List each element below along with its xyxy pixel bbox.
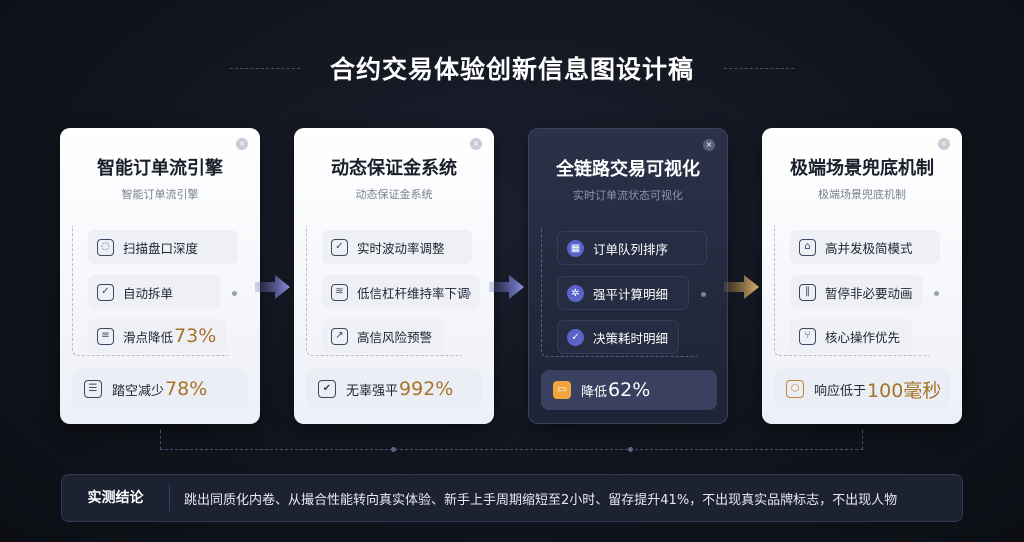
check-circle-icon: ✓ — [331, 238, 348, 256]
list-item: ▦ 订单队列排序 — [557, 231, 707, 265]
list-item: ⑂ 核心操作优先 — [790, 319, 912, 353]
list-item: ‖ 暂停非必要动画 — [790, 275, 923, 309]
arrow-right-icon — [724, 275, 759, 299]
connector-dot — [934, 291, 939, 296]
highlight-label: 无辜强平 — [346, 383, 399, 399]
card-subtitle: 动态保证金系统 — [355, 188, 433, 201]
list-item-label: 高信风险预警 — [357, 329, 433, 345]
list-item: ◌ 扫描盘口深度 — [88, 230, 238, 264]
connector-dot — [628, 447, 633, 452]
item-group — [306, 226, 462, 356]
clipboard-icon: ≡ — [97, 327, 114, 345]
list-item-label: 低信杠杆维持率下调 — [357, 285, 470, 301]
list-item-label: 滑点降低 — [123, 329, 174, 345]
highlight-value: 992% — [399, 378, 454, 400]
close-icon[interactable]: × — [236, 138, 248, 150]
item-group — [541, 227, 697, 357]
trend-chart-icon: ↗ — [331, 327, 348, 345]
card-title: 全链路交易可视化 — [556, 159, 700, 180]
list-item-value: 73% — [174, 325, 217, 347]
list-icon: ☰ — [84, 380, 102, 398]
page-title: 合约交易体验创新信息图设计稿 — [329, 55, 694, 84]
gear-icon: ✲ — [567, 284, 584, 302]
connector-dot — [232, 291, 237, 296]
list-item-label: 实时波动率调整 — [357, 240, 445, 256]
card-title: 智能订单流引擎 — [97, 158, 223, 179]
highlight-label: 降低 — [581, 384, 608, 400]
highlight-label: 踏空减少 — [112, 383, 165, 399]
connector-dot — [701, 292, 706, 297]
conclusion-label: 实测结论 — [62, 485, 170, 511]
card-3: ×全链路交易可视化实时订单流状态可视化 ▦ 订单队列排序 ✲ 强平计算明细 ✓ 决策耗时明细… — [528, 128, 728, 424]
bottom-connector-line — [160, 430, 863, 450]
pause-icon: ‖ — [799, 283, 816, 301]
list-item-label: 扫描盘口深度 — [123, 240, 199, 256]
calendar-check-icon: ✓ — [97, 283, 114, 301]
list-item: ✲ 强平计算明细 — [557, 276, 689, 310]
item-group — [72, 226, 228, 356]
branch-icon: ⑂ — [799, 327, 816, 345]
list-item: ✓ 自动拆单 — [88, 275, 220, 309]
card-title: 极端场景兜底机制 — [790, 158, 934, 179]
list-item-label: 自动拆单 — [123, 285, 174, 301]
item-group — [774, 226, 930, 356]
conclusion-text: 跳出同质化内卷、从撮合性能转向真实体验、新手上手周期缩短至2小时、留存提升41%… — [184, 492, 898, 508]
shield-icon: ✓ — [567, 328, 584, 346]
title-divider-left — [230, 68, 300, 69]
list-item: ✓ 决策耗时明细 — [557, 320, 680, 354]
title-divider-right — [724, 68, 794, 69]
spinner-icon: ◌ — [97, 238, 114, 256]
close-icon[interactable]: × — [703, 139, 715, 151]
list-item: ≋ 低信杠杆维持率下调 — [322, 275, 480, 309]
list-item-label: 订单队列排序 — [593, 241, 669, 257]
card-subtitle: 智能订单流引擎 — [121, 188, 199, 201]
close-icon[interactable]: × — [938, 138, 950, 150]
card-4: ×极端场景兜底机制极端场景兜底机制⌂高并发极简模式‖暂停非必要动画⑂核心操作优先… — [762, 128, 962, 424]
card-title: 动态保证金系统 — [331, 158, 457, 179]
list-item: ⌂ 高并发极简模式 — [790, 230, 940, 264]
arrow-right-icon — [489, 275, 524, 299]
layers-icon: ≋ — [331, 283, 348, 301]
highlight-value: 100毫秒 — [867, 379, 942, 402]
conclusion-bar: 实测结论 跳出同质化内卷、从撮合性能转向真实体验、新手上手周期缩短至2小时、留存… — [61, 474, 963, 522]
checklist-icon: ✔ — [318, 380, 336, 398]
home-icon: ⌂ — [799, 238, 816, 256]
highlight-label: 响应低于 — [814, 383, 867, 399]
arrow-right-icon — [255, 275, 290, 299]
list-item-label: 决策耗时明细 — [593, 330, 669, 346]
list-item-label: 高并发极简模式 — [825, 240, 913, 256]
monitor-icon: ▭ — [553, 381, 571, 399]
card-2: ×动态保证金系统动态保证金系统✓实时波动率调整≋低信杠杆维持率下调↗高信风险预警… — [294, 128, 494, 424]
card-subtitle: 实时订单流状态可视化 — [573, 189, 683, 202]
connector-dot — [391, 447, 396, 452]
highlight-value: 62% — [608, 379, 651, 401]
list-item-label: 核心操作优先 — [825, 329, 901, 345]
hexagon-icon: ⬡ — [786, 380, 804, 398]
list-item-label: 强平计算明细 — [593, 286, 669, 302]
grid-icon: ▦ — [567, 239, 584, 257]
close-icon[interactable]: × — [470, 138, 482, 150]
card-subtitle: 极端场景兜底机制 — [818, 188, 906, 201]
connector-dot — [466, 291, 471, 296]
list-item: ✓ 实时波动率调整 — [322, 230, 472, 264]
list-item-label: 暂停非必要动画 — [825, 285, 913, 301]
highlight-value: 78% — [165, 378, 208, 400]
list-item: ↗ 高信风险预警 — [322, 319, 444, 353]
